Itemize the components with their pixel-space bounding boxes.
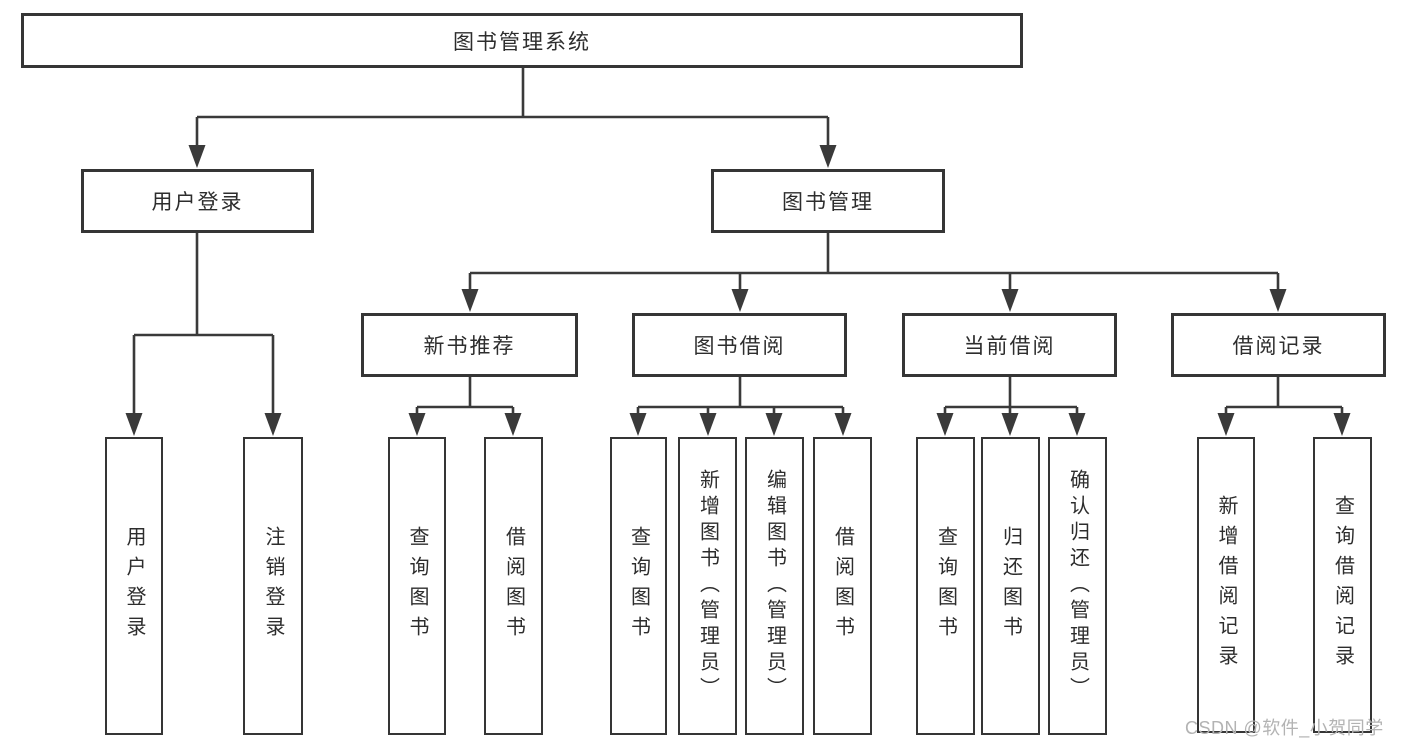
node-label: 借阅图书 bbox=[502, 526, 525, 646]
node-label: 图书管理 bbox=[782, 191, 874, 214]
leaf-logout: 注销登录 bbox=[243, 437, 303, 735]
leaf-current-query-books: 查询图书 bbox=[916, 437, 975, 735]
node-current-borrowing: 当前借阅 bbox=[902, 313, 1117, 377]
node-label: 当前借阅 bbox=[963, 335, 1056, 358]
leaf-borrowing-edit-book-admin: 编辑图书（管理员） bbox=[745, 437, 804, 735]
leaf-recommend-query-books: 查询图书 bbox=[388, 437, 446, 735]
node-label: 查询图书 bbox=[406, 526, 428, 646]
node-book-borrowing: 图书借阅 bbox=[632, 313, 847, 377]
leaf-recommend-borrow-books: 借阅图书 bbox=[484, 437, 543, 735]
node-label: 图书借阅 bbox=[693, 335, 786, 358]
node-label: 新书推荐 bbox=[423, 335, 516, 358]
leaf-borrowing-add-book-admin: 新增图书（管理员） bbox=[678, 437, 737, 735]
leaf-records-add-record: 新增借阅记录 bbox=[1197, 437, 1255, 733]
node-label: 归还图书 bbox=[999, 526, 1022, 646]
node-new-book-recommendation: 新书推荐 bbox=[361, 313, 578, 377]
node-book-management: 图书管理 bbox=[711, 169, 945, 233]
node-label: 查询借阅记录 bbox=[1331, 495, 1354, 675]
leaf-borrowing-borrow-books: 借阅图书 bbox=[813, 437, 872, 735]
node-label: 新增借阅记录 bbox=[1215, 495, 1237, 675]
leaf-current-return-books: 归还图书 bbox=[981, 437, 1040, 735]
node-label: 注销登录 bbox=[262, 526, 284, 646]
leaf-records-query-record: 查询借阅记录 bbox=[1313, 437, 1372, 733]
leaf-current-confirm-return-admin: 确认归还（管理员） bbox=[1048, 437, 1107, 735]
node-label: 查询图书 bbox=[934, 526, 957, 646]
leaf-user-login: 用户登录 bbox=[105, 437, 163, 735]
node-label: 新增图书（管理员） bbox=[696, 469, 719, 703]
node-label: 图书管理系统 bbox=[453, 30, 591, 54]
node-label: 用户登录 bbox=[151, 191, 244, 214]
node-borrowing-records: 借阅记录 bbox=[1171, 313, 1386, 377]
node-user-login: 用户登录 bbox=[81, 169, 314, 233]
node-label: 借阅图书 bbox=[831, 526, 854, 646]
node-label: 借阅记录 bbox=[1232, 335, 1325, 358]
csdn-watermark: CSDN @软件_小贺同学 bbox=[1185, 718, 1384, 738]
node-root-library-management-system: 图书管理系统 bbox=[21, 13, 1023, 68]
node-label: 编辑图书（管理员） bbox=[763, 469, 786, 703]
leaf-borrowing-query-books: 查询图书 bbox=[610, 437, 667, 735]
node-label: 查询图书 bbox=[627, 526, 650, 646]
node-label: 确认归还（管理员） bbox=[1066, 469, 1089, 703]
node-label: 用户登录 bbox=[123, 526, 145, 646]
